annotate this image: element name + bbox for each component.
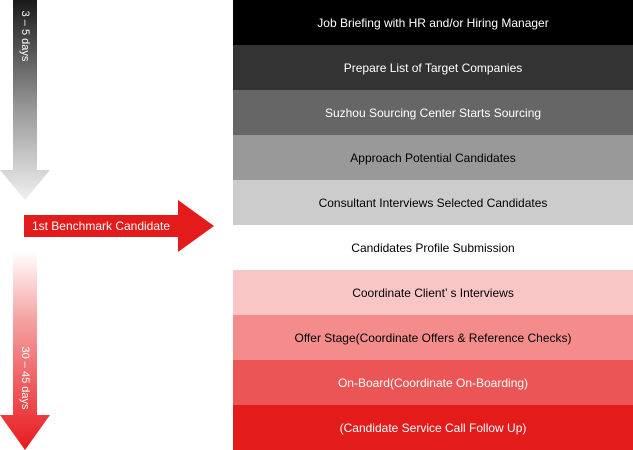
step-label: Coordinate Client’ s Interviews bbox=[352, 285, 514, 300]
phase-two-arrow bbox=[0, 252, 50, 450]
step-offer-stage: Offer Stage(Coordinate Offers & Referenc… bbox=[233, 315, 633, 360]
step-job-briefing: Job Briefing with HR and/or Hiring Manag… bbox=[233, 0, 633, 45]
step-label: Job Briefing with HR and/or Hiring Manag… bbox=[317, 15, 549, 30]
benchmark-arrow bbox=[24, 200, 214, 252]
step-label: Candidates Profile Submission bbox=[351, 240, 515, 255]
step-label: Suzhou Sourcing Center Starts Sourcing bbox=[324, 105, 542, 120]
step-label: (Candidate Service Call Follow Up) bbox=[339, 420, 527, 435]
phase-two-duration: 30 – 45 days bbox=[19, 346, 31, 410]
step-on-board: On-Board(Coordinate On-Boarding) bbox=[233, 360, 633, 405]
step-client-interviews: Coordinate Client’ s Interviews bbox=[233, 270, 633, 315]
phase-one-arrow bbox=[0, 0, 50, 200]
timeline-arrows bbox=[0, 0, 214, 450]
step-label: Offer Stage(Coordinate Offers & Referenc… bbox=[294, 330, 572, 345]
step-label: Approach Potential Candidates bbox=[350, 150, 516, 165]
step-sourcing: Suzhou Sourcing Center Starts Sourcing bbox=[233, 90, 633, 135]
step-approach-candidates: Approach Potential Candidates bbox=[233, 135, 633, 180]
step-consultant-interviews: Consultant Interviews Selected Candidate… bbox=[233, 180, 633, 225]
step-follow-up: (Candidate Service Call Follow Up) bbox=[233, 405, 633, 450]
step-target-companies: Prepare List of Target Companies bbox=[233, 45, 633, 90]
process-steps: Job Briefing with HR and/or Hiring Manag… bbox=[233, 0, 633, 450]
step-label: On-Board(Coordinate On-Boarding) bbox=[337, 375, 529, 390]
step-profile-submission: Candidates Profile Submission bbox=[233, 225, 633, 270]
step-label: Prepare List of Target Companies bbox=[343, 60, 523, 75]
benchmark-label: 1st Benchmark Candidate bbox=[31, 219, 171, 233]
step-label: Consultant Interviews Selected Candidate… bbox=[318, 195, 548, 210]
phase-one-duration: 3 – 5 days bbox=[19, 10, 31, 62]
